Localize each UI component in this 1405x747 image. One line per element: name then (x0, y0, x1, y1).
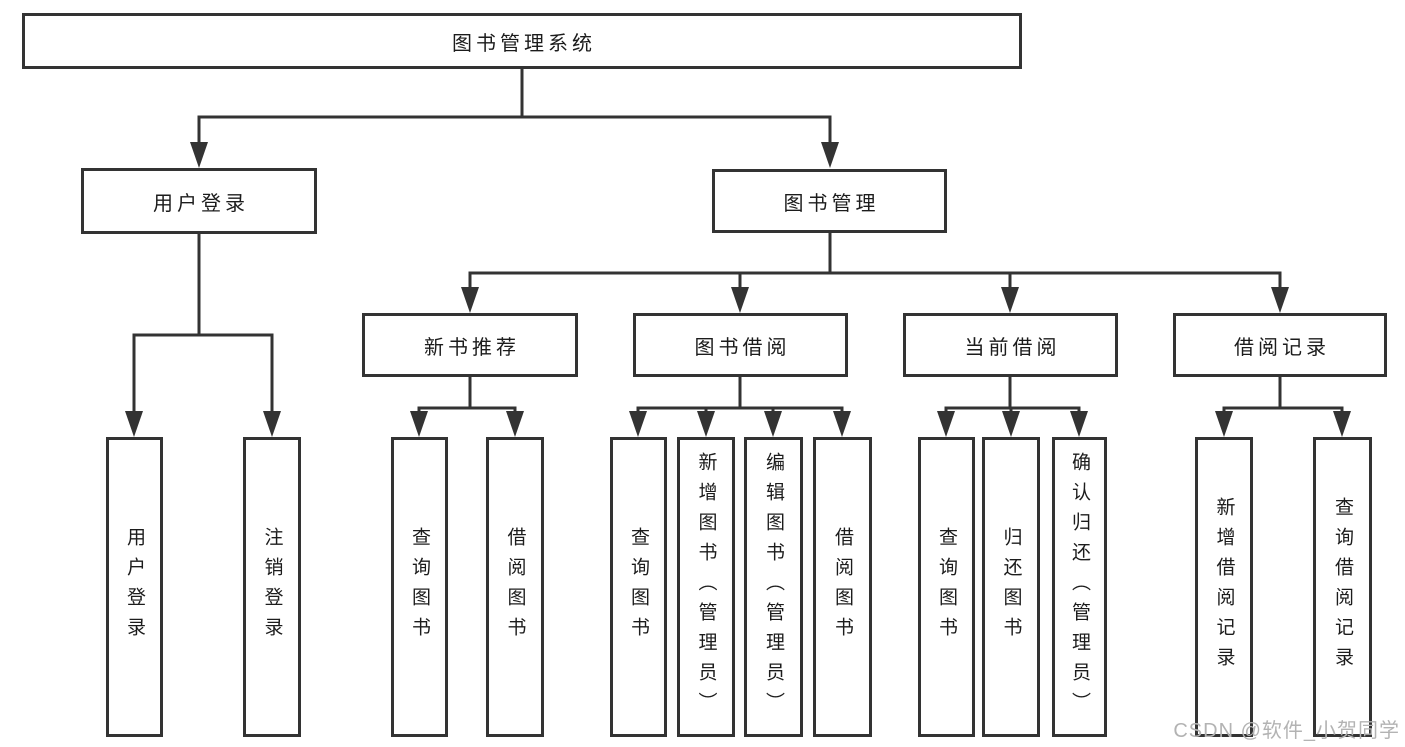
node-label: 用户登录 (153, 192, 249, 215)
arrow-down-icon (1070, 411, 1088, 437)
leaf-add-borrowing-record: 新增借阅记录 (1195, 437, 1253, 737)
node-label: 确认归还（管理员） (1069, 452, 1090, 722)
leaf-edit-books-admin: 编辑图书（管理员） (744, 437, 803, 737)
node-label: 编辑图书（管理员） (763, 452, 784, 722)
arrow-down-icon (263, 411, 281, 437)
node-label: 当前借阅 (964, 336, 1061, 359)
arrow-down-icon (821, 142, 839, 168)
leaf-user-login: 用户登录 (106, 437, 163, 737)
arrow-down-icon (629, 411, 647, 437)
node-label: 新增借阅记录 (1213, 497, 1235, 677)
node-label: 图书借阅 (694, 336, 791, 359)
leaf-logout: 注销登录 (243, 437, 301, 737)
node-label: 借阅图书 (504, 527, 526, 647)
leaf-confirm-return-admin: 确认归还（管理员） (1052, 437, 1107, 737)
arrow-down-icon (1271, 287, 1289, 313)
node-book-borrowing: 图书借阅 (633, 313, 848, 377)
node-label: 注销登录 (261, 527, 283, 647)
node-label: 归还图书 (1000, 527, 1022, 647)
node-label: 图书管理 (783, 192, 880, 215)
node-book-management: 图书管理 (712, 169, 947, 233)
arrow-down-icon (731, 287, 749, 313)
leaf-query-borrowing-record: 查询借阅记录 (1313, 437, 1372, 737)
arrow-down-icon (937, 411, 955, 437)
arrow-down-icon (1001, 287, 1019, 313)
node-new-book-recommendation: 新书推荐 (362, 313, 578, 377)
node-borrowing-records: 借阅记录 (1173, 313, 1387, 377)
node-label: 查询图书 (409, 527, 430, 647)
arrowhead-icons (125, 142, 1351, 437)
node-label: 查询图书 (628, 527, 649, 647)
leaf-query-books-current: 查询图书 (918, 437, 975, 737)
arrow-down-icon (833, 411, 851, 437)
arrow-down-icon (125, 411, 143, 437)
node-label: 查询图书 (936, 527, 957, 647)
node-user-login: 用户登录 (81, 168, 317, 234)
arrow-down-icon (1002, 411, 1020, 437)
node-current-borrowing: 当前借阅 (903, 313, 1118, 377)
leaf-borrow-books: 借阅图书 (813, 437, 872, 737)
leaf-query-books-borrowing: 查询图书 (610, 437, 667, 737)
arrow-down-icon (410, 411, 428, 437)
arrow-down-icon (1215, 411, 1233, 437)
arrow-down-icon (461, 287, 479, 313)
arrow-down-icon (764, 411, 782, 437)
arrow-down-icon (506, 411, 524, 437)
node-label: 借阅记录 (1234, 336, 1330, 359)
node-library-management-system: 图书管理系统 (22, 13, 1022, 69)
node-label: 新增图书（管理员） (695, 452, 717, 722)
node-label: 新书推荐 (424, 336, 520, 359)
node-label: 图书管理系统 (452, 32, 596, 55)
node-label: 查询借阅记录 (1332, 497, 1353, 677)
leaf-return-books: 归还图书 (982, 437, 1040, 737)
arrow-down-icon (1333, 411, 1351, 437)
leaf-borrow-books-recommendation: 借阅图书 (486, 437, 544, 737)
leaf-query-books-recommendation: 查询图书 (391, 437, 448, 737)
arrow-down-icon (697, 411, 715, 437)
arrow-down-icon (190, 142, 208, 168)
node-label: 用户登录 (124, 527, 145, 647)
csdn-watermark: CSDN @软件_小贺同学 (1173, 720, 1400, 742)
node-label: 借阅图书 (832, 527, 853, 647)
leaf-add-books-admin: 新增图书（管理员） (677, 437, 735, 737)
